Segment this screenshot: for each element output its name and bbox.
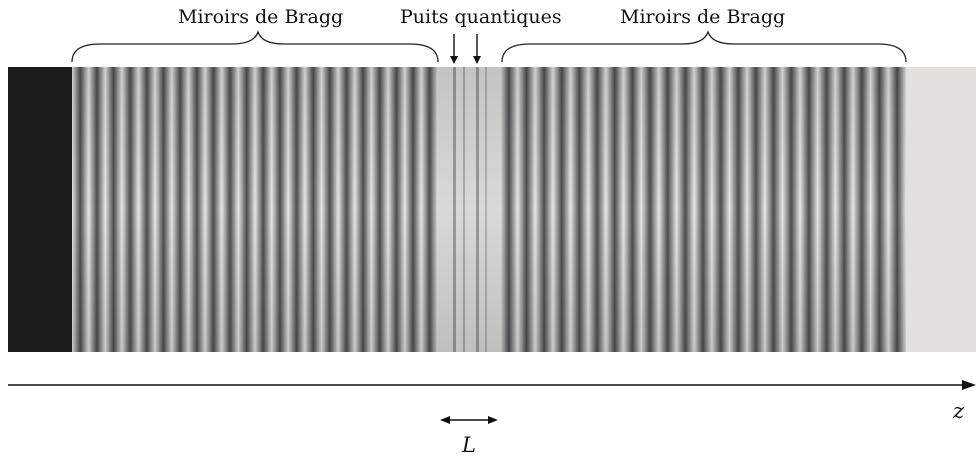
z-axis-label: z: [953, 399, 965, 423]
quantum-well-arrows: [450, 34, 481, 64]
z-axis-arrowhead: [962, 380, 976, 390]
z-axis: [8, 380, 976, 390]
cap-layer: [906, 67, 976, 352]
length-arrowhead-left: [440, 416, 450, 424]
right-mirror-brace: [501, 29, 907, 63]
right-mirror-label: Miroirs de Bragg: [620, 6, 786, 28]
tem-micrograph: [8, 67, 976, 352]
substrate-region: [8, 67, 72, 352]
well-arrowhead-left: [450, 56, 458, 64]
length-double-arrow: [440, 416, 498, 424]
vertical-shading: [72, 67, 906, 352]
length-label: L: [462, 433, 476, 457]
left-mirror-label: Miroirs de Bragg: [178, 6, 344, 28]
length-arrowhead-right: [488, 416, 498, 424]
quantum-wells-label: Puits quantiques: [400, 6, 562, 28]
left-mirror-brace: [71, 29, 439, 63]
well-arrowhead-right: [473, 56, 481, 64]
